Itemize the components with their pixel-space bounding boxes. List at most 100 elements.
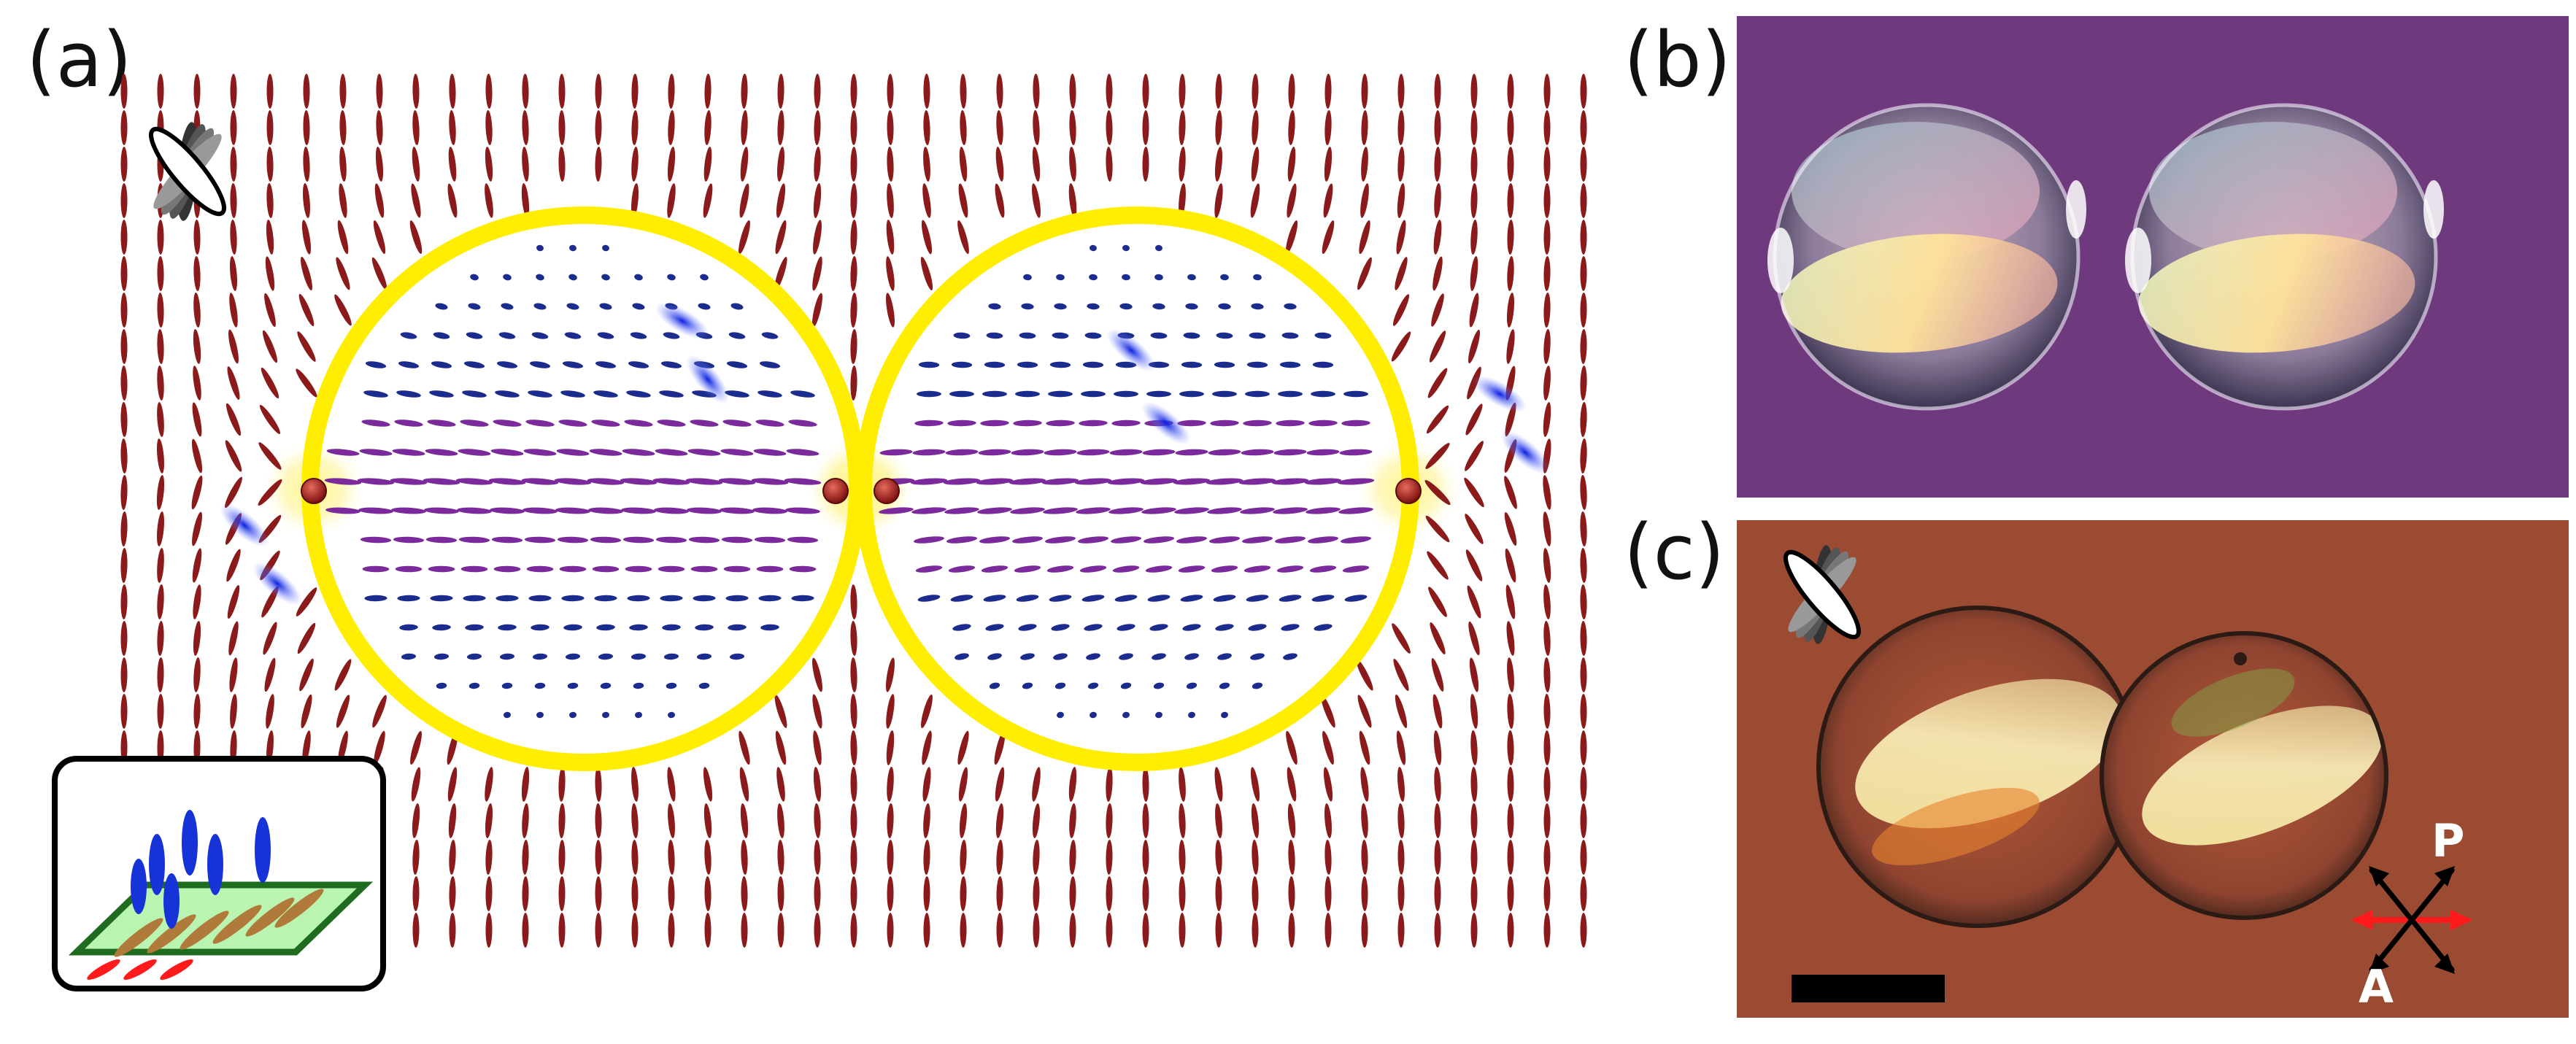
director-ellipse-outer [1215, 803, 1222, 838]
director-ellipse-outer [339, 74, 347, 109]
director-ellipse-outer [412, 840, 420, 875]
director-ellipse-inner [912, 449, 946, 456]
director-ellipse-outer [1543, 694, 1551, 729]
director-ellipse-inner [696, 653, 712, 660]
director-ellipse-inner [555, 507, 590, 514]
director-ellipse-outer [1507, 913, 1514, 948]
director-ellipse-outer [1470, 730, 1478, 765]
director-ellipse-outer [1507, 256, 1514, 291]
director-ellipse-inner [602, 244, 609, 252]
director-ellipse-inner [462, 390, 487, 398]
director-ellipse-outer [259, 405, 281, 434]
director-ellipse-outer [191, 438, 203, 473]
director-ellipse-outer [1507, 840, 1514, 875]
director-ellipse-outer [995, 767, 1005, 802]
director-ellipse-outer [157, 621, 164, 656]
director-ellipse-outer [595, 110, 602, 145]
panel-label-c: (c) [1624, 508, 1725, 597]
director-ellipse-outer [850, 110, 857, 145]
director-ellipse-outer [1179, 767, 1186, 802]
director-ellipse-inner [1340, 536, 1372, 544]
director-ellipse-outer [1106, 913, 1113, 948]
director-ellipse-outer [225, 476, 242, 509]
director-ellipse-outer [595, 767, 602, 802]
director-ellipse-inner [1082, 361, 1104, 368]
director-ellipse-outer [298, 293, 315, 327]
director-ellipse-inner [1184, 653, 1199, 660]
director-ellipse-outer [266, 220, 274, 255]
director-ellipse-outer [777, 840, 784, 875]
director-ellipse-outer [227, 584, 240, 619]
droplet-outline-right [855, 206, 1419, 771]
director-ellipse-outer [1580, 584, 1587, 619]
director-ellipse-outer [485, 183, 493, 218]
point-defect [301, 478, 327, 504]
director-ellipse-outer [739, 220, 750, 255]
director-ellipse-outer [1215, 913, 1222, 948]
director-ellipse-outer [1252, 913, 1259, 948]
director-ellipse-inner [1308, 419, 1338, 427]
director-ellipse-outer [631, 913, 639, 948]
director-ellipse-outer [263, 622, 277, 655]
director-ellipse-inner [630, 332, 647, 339]
director-ellipse-outer [1470, 840, 1478, 875]
director-ellipse-inner [1208, 449, 1241, 456]
director-ellipse-outer [120, 584, 128, 619]
director-ellipse-outer [1434, 183, 1441, 218]
director-ellipse-outer [373, 220, 386, 255]
director-ellipse-inner [430, 595, 453, 602]
director-ellipse-inner [1181, 361, 1203, 368]
director-ellipse-outer [191, 475, 203, 510]
director-ellipse-outer [1543, 329, 1551, 364]
director-ellipse-inner [391, 507, 426, 514]
director-ellipse-outer [521, 767, 530, 802]
director-ellipse-inner [504, 711, 511, 719]
director-ellipse-outer [741, 74, 748, 109]
boundary-defect-patches [220, 302, 1550, 606]
director-ellipse-inner [1079, 419, 1108, 427]
director-ellipse-inner [529, 361, 551, 368]
director-ellipse-outer [813, 730, 822, 765]
director-ellipse-outer [261, 367, 279, 399]
director-ellipse-outer [1580, 293, 1587, 328]
director-ellipse-outer [375, 147, 384, 182]
director-ellipse-outer [1252, 840, 1259, 875]
director-ellipse-outer [193, 584, 201, 619]
director-ellipse-inner [1077, 536, 1109, 544]
director-ellipse-outer [230, 256, 237, 291]
director-ellipse-outer [923, 840, 930, 875]
director-ellipse-outer [668, 913, 675, 948]
director-ellipse-outer [1543, 475, 1551, 510]
director-ellipse-inner [685, 478, 723, 485]
director-ellipse-inner [663, 653, 679, 660]
director-ellipse-inner [1212, 390, 1237, 398]
director-ellipse-inner [495, 390, 520, 398]
director-ellipse-inner [629, 624, 648, 631]
director-ellipse-inner [460, 419, 489, 427]
director-ellipse-outer [1428, 587, 1447, 617]
director-ellipse-outer [1543, 74, 1551, 109]
director-ellipse-outer [887, 147, 894, 182]
director-ellipse-outer [886, 694, 895, 729]
director-ellipse-outer [813, 767, 822, 802]
director-ellipse-inner [1153, 682, 1165, 689]
director-ellipse-outer [631, 74, 639, 109]
director-ellipse-outer [120, 475, 128, 510]
director-ellipse-outer [1543, 657, 1551, 692]
director-ellipse-outer [157, 256, 164, 291]
director-ellipse-outer [522, 803, 529, 838]
director-ellipse-inner [466, 653, 482, 660]
director-ellipse-outer [1324, 147, 1333, 182]
boundary-defect-patch [1472, 375, 1527, 413]
director-ellipse-outer [1580, 110, 1587, 145]
director-ellipse-inner [654, 507, 689, 514]
director-ellipse-inner [1114, 390, 1138, 398]
director-ellipse-inner [695, 624, 714, 631]
director-ellipse-outer [120, 511, 128, 546]
director-ellipse-outer [1543, 256, 1551, 291]
director-ellipse-inner [601, 274, 610, 281]
director-ellipse-inner [946, 536, 978, 544]
director-ellipse-outer [193, 220, 201, 255]
director-ellipse-inner [531, 624, 549, 631]
director-ellipse-outer [558, 767, 566, 802]
